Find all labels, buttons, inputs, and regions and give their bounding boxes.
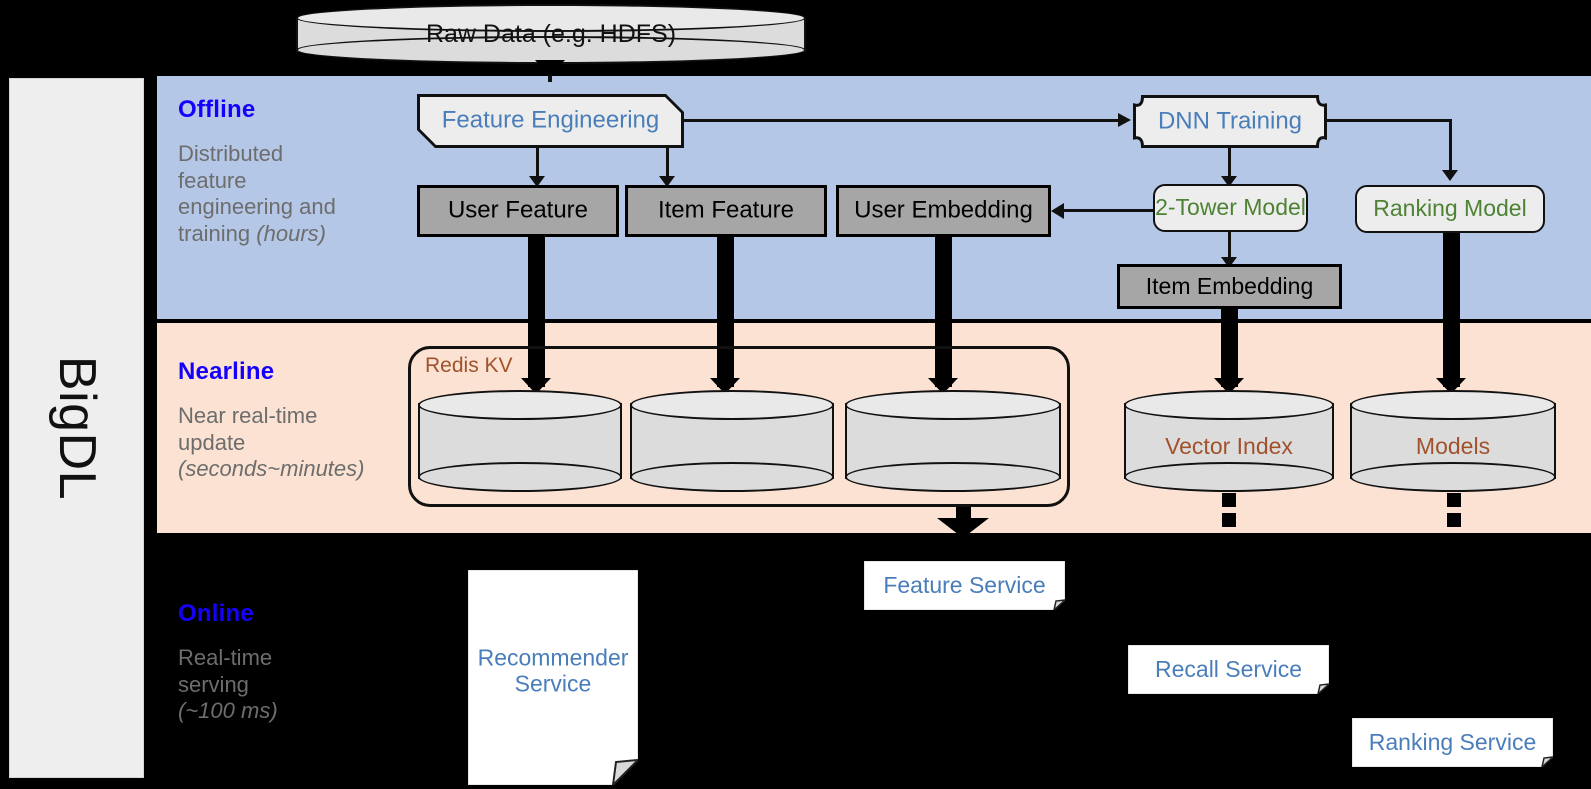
arrow-fe-to-userfeature-head — [529, 176, 545, 187]
ranking-model-box[interactable]: Ranking Model — [1355, 185, 1545, 233]
offline-desc-4: training — [178, 220, 257, 246]
bigdl-label: BigDL — [47, 355, 106, 501]
recall-service-doc[interactable]: Recall Service — [1128, 645, 1329, 694]
feature-service-doc[interactable]: Feature Service — [864, 561, 1065, 610]
recall-service-label: Recall Service — [1155, 655, 1302, 682]
arrow-fe-to-dnn-line — [684, 119, 1120, 122]
arrow-redis-to-featureservice — [937, 518, 989, 538]
dnn-training-box[interactable]: DNN Training — [1133, 95, 1327, 148]
ranking-model-label: Ranking Model — [1373, 195, 1527, 222]
nearline-description: Near real-time update (seconds~minutes) — [178, 403, 418, 483]
online-title: Online — [178, 600, 254, 627]
item-embedding-label: Item Embedding — [1145, 272, 1314, 299]
ranking-service-doc[interactable]: Ranking Service — [1352, 718, 1553, 767]
dnn-training-label: DNN Training — [1157, 107, 1303, 135]
redis-cylinder-item-feature[interactable] — [630, 390, 834, 492]
vector-index-label: Vector Index — [1165, 433, 1293, 460]
arrow-twotower-to-userembedding-head — [1051, 203, 1064, 219]
online-description: Real-time serving (~100 ms) — [178, 645, 408, 725]
bigdl-sidebar: BigDL — [9, 78, 144, 778]
arrow-fe-to-dnn-head — [1118, 113, 1131, 127]
offline-desc-1: Distributed — [178, 141, 284, 166]
feature-engineering-label: Feature Engineering — [441, 106, 660, 134]
recommender-service-line1: Recommender — [477, 644, 629, 671]
nearline-desc-italic: (seconds~minutes) — [178, 456, 365, 482]
recommender-service-shape — [468, 570, 638, 785]
vector-index-cylinder[interactable]: Vector Index — [1124, 390, 1334, 492]
arrow-dnn-to-ranking-head — [1442, 170, 1458, 181]
stub-models-2 — [1447, 513, 1461, 527]
recommender-service-line2: Service — [514, 670, 592, 697]
pipe-userembedding-to-redis — [935, 237, 952, 387]
models-cylinder[interactable]: Models — [1350, 390, 1556, 492]
two-tower-model-box[interactable]: 2-Tower Model — [1153, 184, 1308, 232]
ranking-service-shape — [1352, 718, 1553, 767]
pipe-userfeature-to-redis — [528, 237, 545, 387]
recommender-service-label: Recommender Service — [468, 645, 638, 697]
models-label: Models — [1415, 433, 1491, 460]
offline-desc-italic: (hours) — [256, 220, 326, 246]
arrow-dnn-to-twotower-head — [1221, 176, 1237, 187]
arrow-rawdata-to-fe-head — [535, 60, 565, 76]
pipe-itemembedding-to-vectorindex — [1221, 309, 1238, 387]
pipe-rankingmodel-to-models — [1443, 233, 1460, 387]
item-embedding-box[interactable]: Item Embedding — [1117, 264, 1342, 309]
arrow-dnn-to-ranking-v — [1449, 119, 1452, 174]
raw-data-label: Raw Data (e.g. HDFS) — [425, 20, 677, 48]
offline-description: Distributed feature engineering and trai… — [178, 141, 388, 247]
arrow-fe-to-itemfeature-line — [666, 148, 669, 180]
user-embedding-label: User Embedding — [854, 196, 1033, 224]
user-feature-box[interactable]: User Feature — [417, 185, 619, 237]
dnn-training-shape — [1133, 95, 1327, 148]
arrow-twotower-to-userembedding-line — [1063, 209, 1155, 212]
raw-data-cylinder: Raw Data (e.g. HDFS) — [296, 4, 806, 64]
two-tower-model-label: 2-Tower Model — [1155, 194, 1306, 221]
arrow-twotower-to-itememb-line — [1228, 232, 1231, 262]
nearline-desc-1: Near real-time — [178, 403, 318, 428]
redis-cylinder-user-embedding[interactable] — [845, 390, 1061, 492]
item-feature-box[interactable]: Item Feature — [625, 185, 827, 237]
offline-desc-3: engineering and — [178, 194, 336, 220]
offline-title: Offline — [178, 96, 256, 123]
stub-models-1 — [1447, 493, 1461, 507]
nearline-title: Nearline — [178, 358, 275, 385]
arrow-twotower-to-itememb-head — [1221, 257, 1237, 268]
online-desc-1: Real-time — [178, 645, 273, 670]
online-desc-2: serving — [178, 671, 249, 697]
arrow-fe-to-itemfeature-head — [659, 176, 675, 187]
user-embedding-box[interactable]: User Embedding — [836, 185, 1051, 237]
stub-vectorindex-1 — [1222, 493, 1236, 507]
redis-kv-group — [408, 346, 1070, 507]
arrow-fe-to-userfeature-line — [536, 148, 539, 180]
redis-cylinder-user-feature[interactable] — [418, 390, 622, 492]
item-feature-label: Item Feature — [657, 196, 795, 224]
recommender-service-doc[interactable]: Recommender Service — [468, 570, 638, 785]
stub-redis-to-featureservice — [956, 507, 971, 520]
feature-service-shape — [864, 561, 1065, 610]
redis-kv-label: Redis KV — [425, 354, 513, 377]
arrow-dnn-to-twotower-line — [1228, 148, 1231, 180]
recall-service-shape — [1128, 645, 1329, 694]
feature-service-label: Feature Service — [883, 571, 1046, 598]
arrow-dnn-to-ranking-h — [1327, 119, 1452, 122]
pipe-itemfeature-to-redis — [717, 237, 734, 387]
stub-vectorindex-2 — [1222, 513, 1236, 527]
feature-engineering-box[interactable]: Feature Engineering — [417, 94, 684, 148]
offline-desc-2: feature — [178, 167, 247, 193]
ranking-service-label: Ranking Service — [1368, 728, 1537, 755]
nearline-desc-2: update — [178, 429, 246, 455]
online-desc-italic: (~100 ms) — [178, 698, 278, 724]
user-feature-label: User Feature — [447, 196, 589, 224]
